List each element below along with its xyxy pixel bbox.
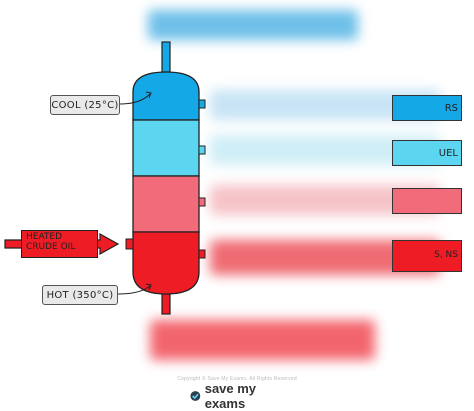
heated-crude-oil-text: HEATED CRUDE OIL <box>26 232 76 252</box>
hot-pointer-head <box>145 283 152 291</box>
outlet-2 <box>198 145 206 155</box>
outlet-4 <box>198 249 206 259</box>
right-label-box-4: S, NS <box>392 240 462 272</box>
brand-logo: save my exams <box>190 381 290 411</box>
section-cool <box>132 71 200 121</box>
right-label-text-1: RS <box>444 102 458 114</box>
cool-pointer-head <box>145 91 152 99</box>
outlet-3 <box>198 197 206 207</box>
brand-mark-icon <box>190 391 201 401</box>
hot-pointer <box>117 285 151 295</box>
cool-label-text: COOL (25°C) <box>51 99 119 111</box>
inlet-nub <box>125 238 134 250</box>
section-hot <box>132 231 200 295</box>
heated-crude-oil-label: HEATED CRUDE OIL <box>21 230 98 258</box>
cool-pointer <box>119 93 151 105</box>
copyright-text: Copyright © Save My Exams. All Rights Re… <box>177 376 297 382</box>
blurred-bottom <box>150 320 375 360</box>
top-pipe <box>161 41 171 73</box>
bottom-pipe <box>161 293 171 315</box>
right-label-box-2: UEL <box>392 140 462 166</box>
blurred-title <box>148 10 358 40</box>
right-label-text-4: S, NS <box>434 250 458 261</box>
section-light-blue <box>132 119 200 177</box>
right-label-text-2: UEL <box>438 147 458 159</box>
outlet-1 <box>198 99 206 109</box>
right-label-box-1: RS <box>392 95 462 121</box>
hot-label-text: HOT (350°C) <box>46 289 114 301</box>
hot-label: HOT (350°C) <box>42 285 118 305</box>
brand-name: save my exams <box>204 381 257 411</box>
cool-label: COOL (25°C) <box>50 95 120 115</box>
section-pink <box>132 175 200 233</box>
right-label-box-3 <box>392 188 462 214</box>
